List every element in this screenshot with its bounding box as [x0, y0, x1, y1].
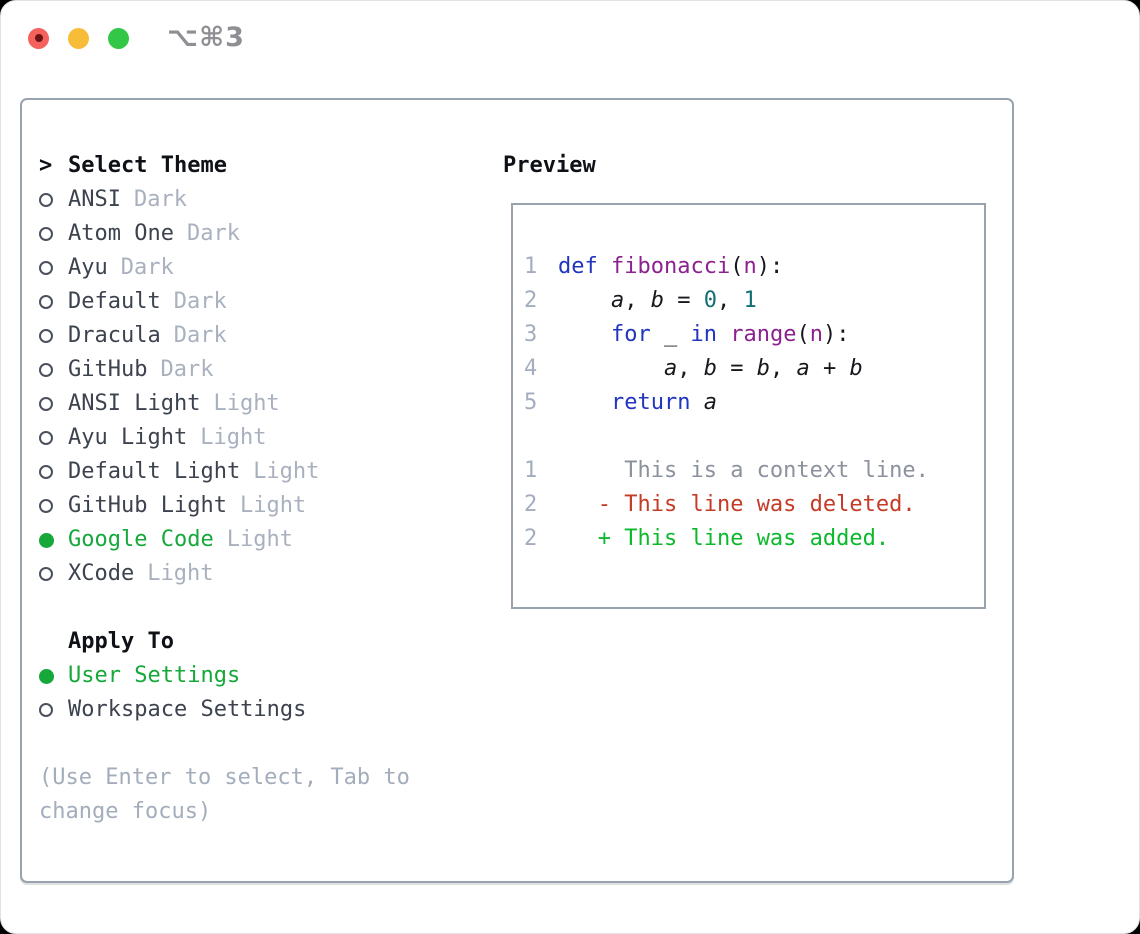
theme-list: ANSI Dark Atom One Dark Ayu Dark Default… [39, 183, 479, 591]
theme-list-column: > Select Theme ANSI Dark Atom One Dark A… [39, 149, 479, 829]
theme-option-xcode[interactable]: XCode Light [39, 557, 479, 591]
code-line: 2 a, b = 0, 1 [524, 284, 984, 318]
radio-icon [39, 431, 53, 445]
radio-icon [39, 499, 53, 513]
theme-option-github[interactable]: GitHub Dark [39, 353, 479, 387]
theme-option-ayu-light[interactable]: Ayu Light Light [39, 421, 479, 455]
theme-option-dracula[interactable]: Dracula Dark [39, 319, 479, 353]
code-line: 1 This is a context line. [524, 454, 984, 488]
radio-icon [39, 227, 53, 241]
theme-option-default[interactable]: Default Dark [39, 285, 479, 319]
theme-option-atom-one[interactable]: Atom One Dark [39, 217, 479, 251]
theme-option-ansi[interactable]: ANSI Dark [39, 183, 479, 217]
select-theme-header: > Select Theme [39, 149, 479, 183]
apply-to-title: Apply To [68, 629, 174, 654]
code-line [524, 420, 984, 454]
radio-icon [39, 329, 53, 343]
line-number: 2 [524, 492, 538, 517]
line-number: 3 [524, 322, 538, 347]
radio-icon [39, 567, 53, 581]
radio-icon [39, 668, 54, 684]
apply-to-header: Apply To [39, 625, 479, 659]
theme-option-ansi-light[interactable]: ANSI Light Light [39, 387, 479, 421]
maximize-button[interactable] [108, 27, 129, 49]
code-line: 2 - This line was deleted. [524, 488, 984, 522]
spacer [39, 591, 479, 625]
cursor-marker: > [39, 153, 53, 178]
apply-to-list: User Settings Workspace Settings [39, 659, 479, 727]
theme-option-default-light[interactable]: Default Light Light [39, 455, 479, 489]
line-number [524, 420, 538, 454]
radio-icon [39, 703, 53, 717]
window-shortcut-label: ⌥⌘3 [167, 22, 245, 53]
radio-icon [39, 397, 53, 411]
theme-selector-panel: > Select Theme ANSI Dark Atom One Dark A… [20, 98, 1014, 883]
apply-option-user-settings[interactable]: User Settings [39, 659, 479, 693]
code-line: 2 + This line was added. [524, 522, 984, 556]
line-number: 1 [524, 254, 538, 279]
theme-option-github-light[interactable]: GitHub Light Light [39, 489, 479, 523]
titlebar: ⌥⌘3 [28, 22, 245, 53]
line-number: 5 [524, 390, 538, 415]
close-button[interactable] [28, 27, 49, 49]
minimize-button[interactable] [68, 27, 89, 49]
line-number: 2 [524, 288, 538, 313]
close-dot-icon [34, 34, 43, 42]
radio-icon [39, 193, 53, 207]
code-line: 3 for _ in range(n): [524, 318, 984, 352]
spacer [39, 727, 479, 761]
radio-icon [39, 465, 53, 479]
radio-icon [39, 261, 53, 275]
line-number: 4 [524, 356, 538, 381]
code-line: 5 return a [524, 386, 984, 420]
preview-header: Preview [503, 153, 596, 178]
radio-icon [39, 295, 53, 309]
apply-option-workspace-settings[interactable]: Workspace Settings [39, 693, 479, 727]
code-line: 4 a, b = b, a + b [524, 352, 984, 386]
theme-option-ayu[interactable]: Ayu Dark [39, 251, 479, 285]
theme-option-google-code[interactable]: Google Code Light [39, 523, 479, 557]
radio-icon [39, 363, 53, 377]
radio-icon [39, 532, 54, 548]
line-number: 1 [524, 458, 538, 483]
select-theme-title: Select Theme [68, 153, 227, 178]
line-number: 2 [524, 526, 538, 551]
help-text: (Use Enter to select, Tab to change focu… [39, 765, 410, 824]
